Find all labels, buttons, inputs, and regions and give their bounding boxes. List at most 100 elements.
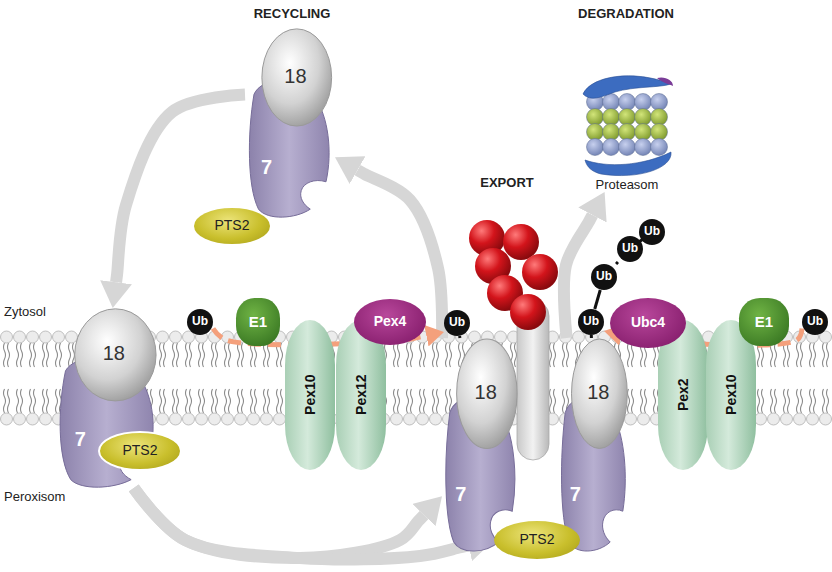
text-holder: Pex4 bbox=[374, 314, 407, 329]
node-text: Pex12 bbox=[353, 375, 368, 415]
ubiquitin-tag: Ub bbox=[591, 264, 617, 290]
proteasome-subunit bbox=[619, 123, 636, 140]
node-text: PTS2 bbox=[519, 532, 554, 547]
text-holder: 18 bbox=[475, 381, 497, 403]
text-holder: Ub bbox=[807, 315, 823, 328]
conjugating-enzyme: Pex4 bbox=[354, 299, 426, 345]
coreceptor-number: 18 bbox=[475, 381, 497, 403]
label-holder: EXPORT bbox=[480, 176, 533, 190]
node-text: Ub bbox=[644, 225, 660, 238]
proteasome-subunit bbox=[619, 93, 636, 110]
text-holder: Ub bbox=[644, 225, 660, 238]
proteasome-cap bbox=[585, 152, 671, 176]
text-holder: Ubc4 bbox=[631, 315, 665, 330]
conjugating-enzyme: Ubc4 bbox=[610, 298, 686, 348]
receptor-shape bbox=[245, 28, 335, 218]
text-holder: Pex10 bbox=[290, 387, 330, 402]
receptor-shape bbox=[442, 338, 520, 552]
proteasome-subunit bbox=[619, 138, 636, 155]
cargo-sphere bbox=[503, 224, 539, 260]
cargo-protein: PTS2 bbox=[494, 521, 580, 559]
node-text: Ub bbox=[622, 242, 638, 255]
text-holder: Ub bbox=[622, 242, 638, 255]
cargo-sphere bbox=[522, 254, 558, 290]
text-holder: Pex12 bbox=[341, 387, 381, 402]
cargo-spheres bbox=[469, 220, 558, 330]
ubiquitin-tag: Ub bbox=[444, 310, 470, 336]
proteasome-subunit bbox=[587, 138, 604, 155]
text-holder: E1 bbox=[755, 314, 773, 331]
proteasome-subunit bbox=[619, 108, 636, 125]
node-text: Ub bbox=[596, 270, 612, 283]
section-label: EXPORT bbox=[480, 176, 533, 190]
receptor-number: 7 bbox=[261, 156, 272, 178]
node-text: Pex10 bbox=[302, 375, 317, 415]
text-holder: 7 bbox=[570, 483, 581, 505]
receptor-complex: 187 bbox=[558, 338, 630, 552]
proteasome-subunit bbox=[651, 108, 668, 125]
ubiquitin-tag: Ub bbox=[187, 309, 213, 335]
node-text: Ub bbox=[583, 315, 599, 328]
receptor-shape bbox=[558, 338, 630, 552]
attachment-line bbox=[616, 262, 618, 264]
coreceptor-body bbox=[457, 339, 517, 448]
text-holder: 18 bbox=[284, 65, 306, 87]
proteasome-subunit bbox=[651, 138, 668, 155]
section-label: RECYCLING bbox=[254, 7, 331, 21]
node-text: Ub bbox=[449, 316, 465, 329]
proteasome-subunit bbox=[587, 123, 604, 140]
proteasome-subunit bbox=[635, 93, 652, 110]
proteasome-cap-detail bbox=[657, 77, 673, 86]
text-holder: Ub bbox=[192, 315, 208, 328]
node-text: Pex2 bbox=[675, 379, 690, 412]
pathway-arrow bbox=[134, 488, 424, 558]
node-text: Pex4 bbox=[374, 314, 407, 329]
text-holder: Ub bbox=[583, 315, 599, 328]
text-holder: PTS2 bbox=[519, 532, 554, 547]
text-holder: 7 bbox=[75, 428, 86, 450]
proteasome-subunit bbox=[635, 123, 652, 140]
proteasome-picture bbox=[577, 72, 677, 178]
text-holder: PTS2 bbox=[214, 218, 249, 233]
proteasome: Proteasom bbox=[571, 62, 683, 192]
ubiquitin-tag: Ub bbox=[617, 236, 643, 262]
proteasome-subunit bbox=[651, 93, 668, 110]
receptor-complex: 18 7 bbox=[442, 338, 520, 552]
text-holder: Ub bbox=[596, 270, 612, 283]
membrane-protein: Pex10 bbox=[285, 320, 335, 470]
node-text: Pex10 bbox=[723, 375, 738, 415]
text-holder: PTS2 bbox=[122, 443, 157, 458]
text-holder: Proteasom bbox=[596, 178, 659, 192]
cargo-protein: PTS2 bbox=[194, 208, 270, 244]
label-holder: Peroxisom bbox=[4, 490, 65, 504]
proteasome-subunit bbox=[587, 108, 604, 125]
activating-enzyme: E1 bbox=[739, 298, 789, 346]
node-text: Ub bbox=[192, 315, 208, 328]
activating-enzyme: E1 bbox=[236, 298, 280, 346]
pathway-arrow bbox=[134, 488, 469, 559]
attachment-line bbox=[595, 290, 600, 309]
proteasome-subunit bbox=[651, 123, 668, 140]
cargo-protein: PTS2 bbox=[98, 431, 182, 471]
coreceptor-number: 18 bbox=[103, 342, 125, 364]
node-text: PTS2 bbox=[122, 443, 157, 458]
coreceptor-body bbox=[572, 339, 628, 448]
text-holder: 18 bbox=[103, 342, 125, 364]
receptor-complex: 18 7 bbox=[245, 28, 335, 218]
proteasome-subunit bbox=[635, 138, 652, 155]
node-text: Ubc4 bbox=[631, 315, 665, 330]
attachment-line bbox=[590, 335, 593, 338]
attachment-line bbox=[458, 336, 461, 338]
label-holder: DEGRADATION bbox=[578, 7, 674, 21]
receptor-number: 7 bbox=[455, 483, 466, 505]
label-holder: Zytosol bbox=[4, 305, 46, 319]
section-label: Zytosol bbox=[4, 305, 46, 319]
proteasome-subunit bbox=[603, 123, 620, 140]
node-text: E1 bbox=[249, 314, 267, 331]
coreceptor-body bbox=[262, 29, 332, 126]
label-holder: RECYCLING bbox=[254, 7, 331, 21]
ubiquitin-tag: Ub bbox=[802, 309, 828, 335]
